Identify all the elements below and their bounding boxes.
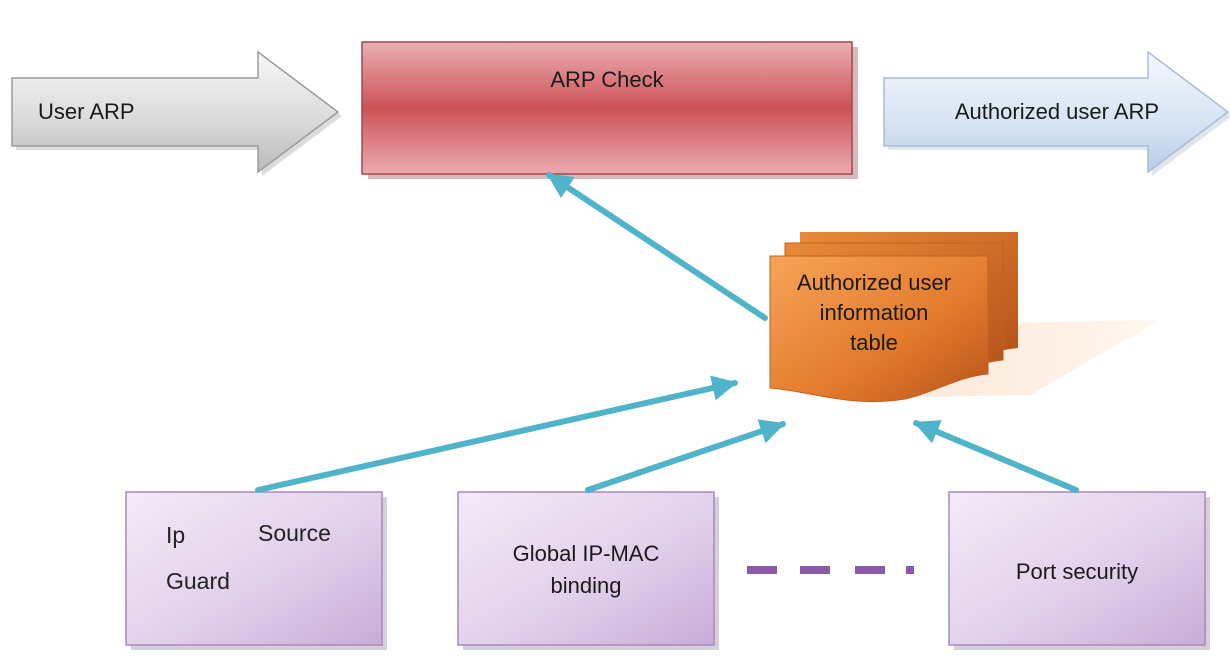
arp-check-box (361, 41, 858, 179)
info-table-label-line1: Authorized user (796, 270, 952, 295)
info-table-label-line2: information (819, 300, 929, 325)
authorized-user-arp-label: Authorized user ARP (954, 99, 1160, 125)
table-to-arp-check-arrow (546, 172, 768, 321)
global-ip-mac-binding-label: Global IP-MAC binding (458, 538, 714, 602)
info-table-stack (769, 232, 1160, 403)
port-security-box (948, 491, 1210, 650)
user-arp-label: User ARP (38, 99, 135, 125)
port-security-label: Port security (1015, 559, 1139, 585)
ip-source-guard-word-guard: Guard (166, 568, 230, 594)
arp-check-label: ARP Check (550, 67, 664, 93)
global-ip-mac-binding-line2: binding (550, 573, 622, 598)
ip-source-guard-word-ip: Ip (166, 522, 186, 548)
ip-mac-binding-to-table-arrow (585, 419, 786, 493)
ip-source-guard-to-table-arrow (255, 375, 738, 493)
ip-source-guard-box (125, 491, 387, 650)
global-ip-mac-binding-line1: Global IP-MAC (512, 541, 660, 566)
connectors (255, 172, 1079, 493)
global-ip-mac-binding-box (457, 491, 719, 650)
port-security-to-table-arrow (913, 420, 1079, 493)
authorized-user-arp-arrow (883, 50, 1230, 176)
user-arp-arrow (11, 50, 342, 176)
info-table-label: Authorized user information table (762, 268, 986, 358)
ip-source-guard-word-source: Source (258, 520, 331, 546)
more-sources-dashes (747, 566, 914, 574)
info-table-label-line3: table (850, 330, 898, 355)
